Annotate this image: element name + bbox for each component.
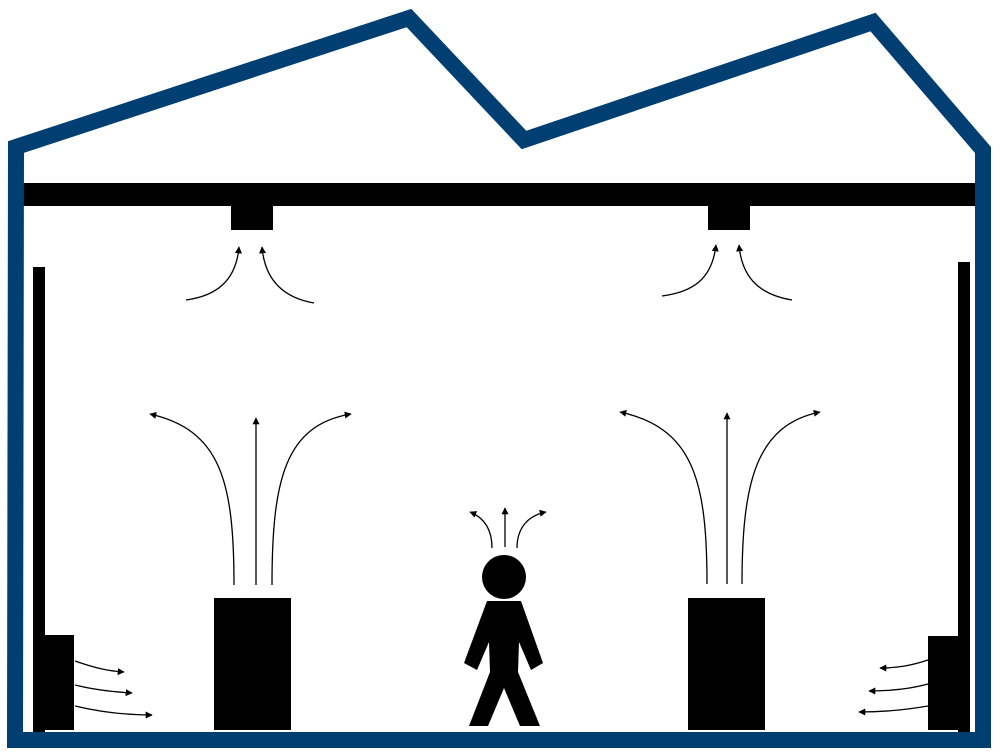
supply-diffuser-left: [40, 635, 74, 730]
wall-right: [958, 262, 970, 733]
plume-arrow: [619, 409, 708, 585]
building-outline: [6, 8, 991, 748]
plume-arrow: [741, 409, 821, 585]
supply-arrow: [868, 683, 929, 695]
intake-arrow: [185, 246, 242, 301]
supply-diffuser-right: [928, 636, 966, 730]
plume-arrow: [469, 511, 493, 549]
intake-arrow: [259, 246, 315, 304]
intake-arrow: [661, 244, 719, 297]
supply-arrow: [879, 659, 929, 672]
person: [464, 555, 543, 726]
exhaust-vent-left: [231, 206, 273, 230]
plume-arrow: [271, 411, 352, 586]
supply-arrow: [858, 705, 929, 716]
wall-left: [33, 267, 45, 733]
airflow-arrows: [74, 244, 929, 719]
ceiling-beam: [22, 183, 975, 206]
plume-arrow: [149, 411, 235, 586]
heat-source-right: [688, 598, 765, 730]
supply-arrow: [74, 705, 153, 719]
heat-source-left: [214, 598, 291, 730]
plume-arrow: [516, 509, 547, 549]
intake-arrow: [736, 244, 793, 301]
supply-arrow: [74, 684, 133, 697]
person-body: [464, 601, 543, 726]
supply-arrow: [74, 660, 125, 676]
exhaust-vent-right: [708, 206, 750, 230]
person-head: [482, 555, 526, 599]
